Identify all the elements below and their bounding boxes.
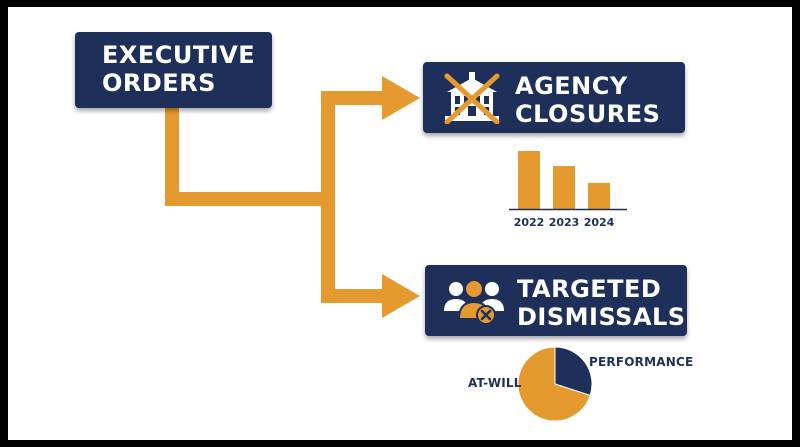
agency-closures-line-2: CLOSURES — [515, 100, 661, 129]
agency-closures-box: AGENCY CLOSURES — [423, 62, 685, 133]
flow-arrows — [165, 76, 420, 318]
agency-closures-line-1: AGENCY — [515, 72, 628, 100]
executive-orders-label: EXECUTIVE ORDERS — [102, 41, 255, 98]
executive-orders-line-1: EXECUTIVE — [102, 41, 256, 69]
pie-label-performance: PERFORMANCE — [589, 355, 694, 369]
connector-from-executive — [165, 107, 328, 206]
bar-2024 — [588, 182, 610, 209]
tick-label-2023: 2023 — [549, 216, 580, 229]
pie-label-at-will: AT-WILL — [468, 376, 522, 390]
targeted-dismissals-box: TARGETED DISMISSALS — [425, 265, 687, 336]
bar-2022 — [518, 151, 540, 209]
diagram-canvas: EXECUTIVE ORDERS AGE — [8, 7, 792, 440]
tick-label-2022: 2022 — [514, 216, 545, 229]
agency-closures-label: AGENCY CLOSURES — [515, 72, 660, 129]
connector-to-targeted — [321, 199, 388, 303]
targeted-dismissals-line-2: DISMISSALS — [517, 303, 686, 332]
arrowhead-to-agency — [382, 76, 420, 120]
connector-to-agency — [321, 91, 388, 199]
connector-lines — [165, 91, 388, 303]
crossed-out-building-icon — [444, 72, 500, 124]
people-remove-icon — [444, 279, 504, 325]
executive-orders-box: EXECUTIVE ORDERS — [75, 32, 272, 108]
closures-bar-chart: 2022 2023 2024 — [509, 151, 627, 229]
targeted-dismissals-line-1: TARGETED — [517, 275, 662, 303]
targeted-dismissals-label: TARGETED DISMISSALS — [517, 275, 686, 332]
pie-slice-at-will — [517, 346, 591, 422]
executive-orders-line-2: ORDERS — [102, 69, 216, 98]
arrowhead-to-targeted — [382, 274, 420, 318]
pie-slice-performance — [554, 346, 593, 397]
bar-2023 — [553, 166, 575, 209]
dismissals-pie-chart — [517, 346, 593, 422]
tick-label-2024: 2024 — [584, 216, 615, 229]
